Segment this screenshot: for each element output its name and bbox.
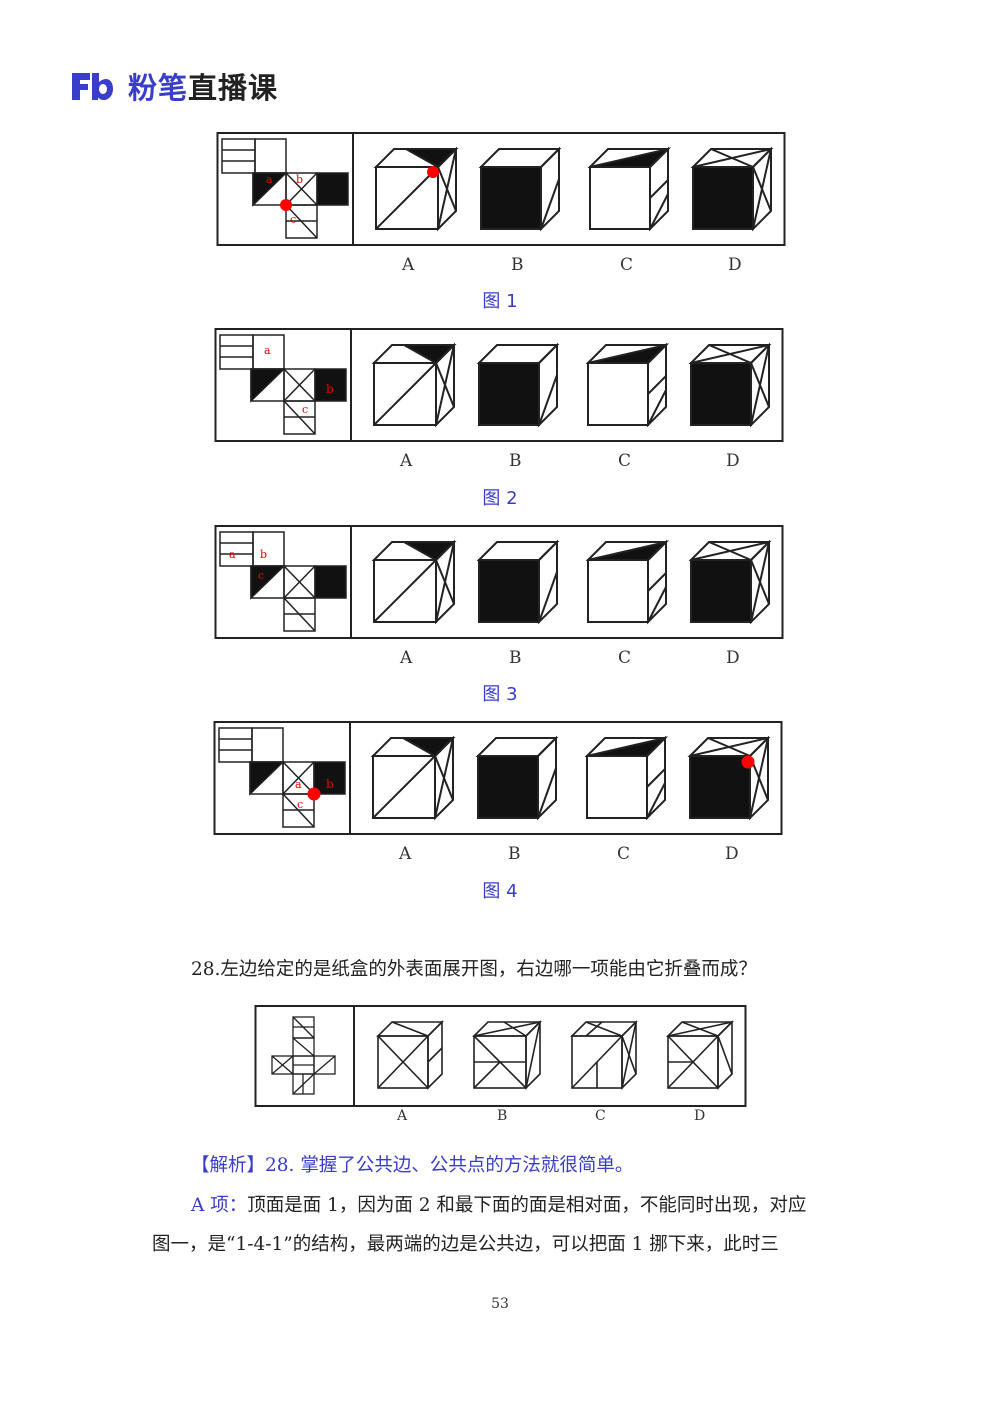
cube-option-b: [475, 735, 559, 821]
figure-1-diagram: a b c: [216, 132, 786, 246]
figure-1: a b c: [216, 131, 787, 247]
cube-option-c: [584, 735, 669, 821]
common-point-marker: [280, 199, 292, 211]
choice-label-c: C: [617, 844, 631, 864]
cube-option-d: [690, 146, 774, 232]
net-label-b: b: [326, 382, 334, 396]
cube-option-a: [371, 342, 457, 428]
cube-option-c: [587, 146, 672, 232]
net-label-c: c: [258, 569, 264, 582]
figure-4-diagram: a b c: [213, 721, 783, 835]
net-label-c: c: [290, 213, 296, 226]
cube-option-c: [585, 539, 670, 625]
choice-label-d: D: [725, 844, 739, 864]
cube-net: [221, 138, 349, 239]
choice-label-b: B: [509, 451, 522, 471]
cube-option-a: [370, 735, 456, 821]
net-label-a: a: [295, 778, 302, 791]
choice-label-a: A: [400, 648, 413, 668]
fb-logo-icon: [72, 73, 113, 100]
cube-option-a: [371, 539, 457, 625]
choice-label-d: D: [728, 255, 742, 275]
cube-option-c: [570, 1020, 638, 1090]
brand-logo: 粉笔直播课: [70, 66, 278, 106]
choice-label-d: D: [726, 648, 740, 668]
choice-label-b: B: [511, 255, 524, 275]
cube-net: [218, 727, 346, 828]
cube-option-b: [476, 539, 560, 625]
question-choice-b: B: [497, 1108, 508, 1124]
choice-label-a: A: [400, 451, 413, 471]
choice-label-d: D: [726, 451, 740, 471]
cube-option-d: [688, 342, 772, 428]
analysis-line-3: 图一，是“1-4-1”的结构，最两端的边是公共边，可以把面 1 挪下来，此时三: [152, 1234, 779, 1255]
question-diagram: [254, 1005, 747, 1107]
figure-2-diagram: a b c: [214, 328, 784, 442]
figure-4: a b c: [213, 720, 784, 836]
cube-option-a: [376, 1020, 444, 1090]
choice-label-c: C: [618, 648, 632, 668]
question-choice-d: D: [694, 1108, 706, 1124]
net-label-a: a: [229, 548, 236, 561]
cube-option-c: [585, 342, 670, 428]
choice-label-a: A: [402, 255, 415, 275]
figure-1-caption: 图 1: [482, 291, 518, 312]
net-label-c: c: [302, 403, 308, 416]
figure-2-caption: 图 2: [482, 488, 518, 509]
cube-option-b: [476, 342, 560, 428]
choice-label-b: B: [508, 844, 521, 864]
net-label-b: b: [296, 173, 303, 186]
cube-option-d: [687, 735, 771, 821]
cube-option-d: [666, 1020, 734, 1090]
question-choice-a: A: [397, 1108, 408, 1124]
net-label-b: b: [326, 777, 334, 791]
analysis-tag: 【解析】: [191, 1155, 266, 1176]
choice-label-c: C: [618, 451, 632, 471]
common-point-marker: [307, 787, 321, 801]
net-label-c: c: [297, 798, 303, 811]
figure-4-caption: 图 4: [482, 881, 518, 902]
choice-label-c: C: [620, 255, 634, 275]
page-number: 53: [491, 1296, 509, 1312]
choice-label-a: A: [399, 844, 412, 864]
figure-2: a b c: [214, 327, 785, 443]
question-text: 28.左边给定的是纸盒的外表面展开图，右边哪一项能由它折叠而成？: [191, 959, 757, 980]
choice-label-b: B: [509, 648, 522, 668]
figure-3: a b c: [214, 524, 785, 640]
cube-option-b: [472, 1020, 542, 1090]
net-label-a: a: [266, 173, 273, 186]
cube-net: [271, 1016, 336, 1095]
cube-net: [219, 531, 347, 632]
cube-option-b: [478, 146, 562, 232]
net-label-b: b: [260, 548, 267, 561]
cube-net: [219, 334, 347, 435]
cube-option-d: [688, 539, 772, 625]
figure-3-diagram: a b c: [214, 525, 784, 639]
question-choice-c: C: [595, 1108, 606, 1124]
analysis-line-1: 【解析】28. 掌握了公共边、公共点的方法就很简单。: [191, 1155, 634, 1176]
brand-name: 粉笔直播课: [128, 71, 279, 105]
cube-option-a: [373, 146, 459, 232]
question-figure: [254, 1004, 748, 1108]
figure-3-caption: 图 3: [482, 684, 518, 705]
analysis-line-2: A 项：顶面是面 1，因为面 2 和最下面的面是相对面，不能同时出现，对应: [191, 1195, 807, 1216]
net-label-a: a: [264, 344, 271, 357]
